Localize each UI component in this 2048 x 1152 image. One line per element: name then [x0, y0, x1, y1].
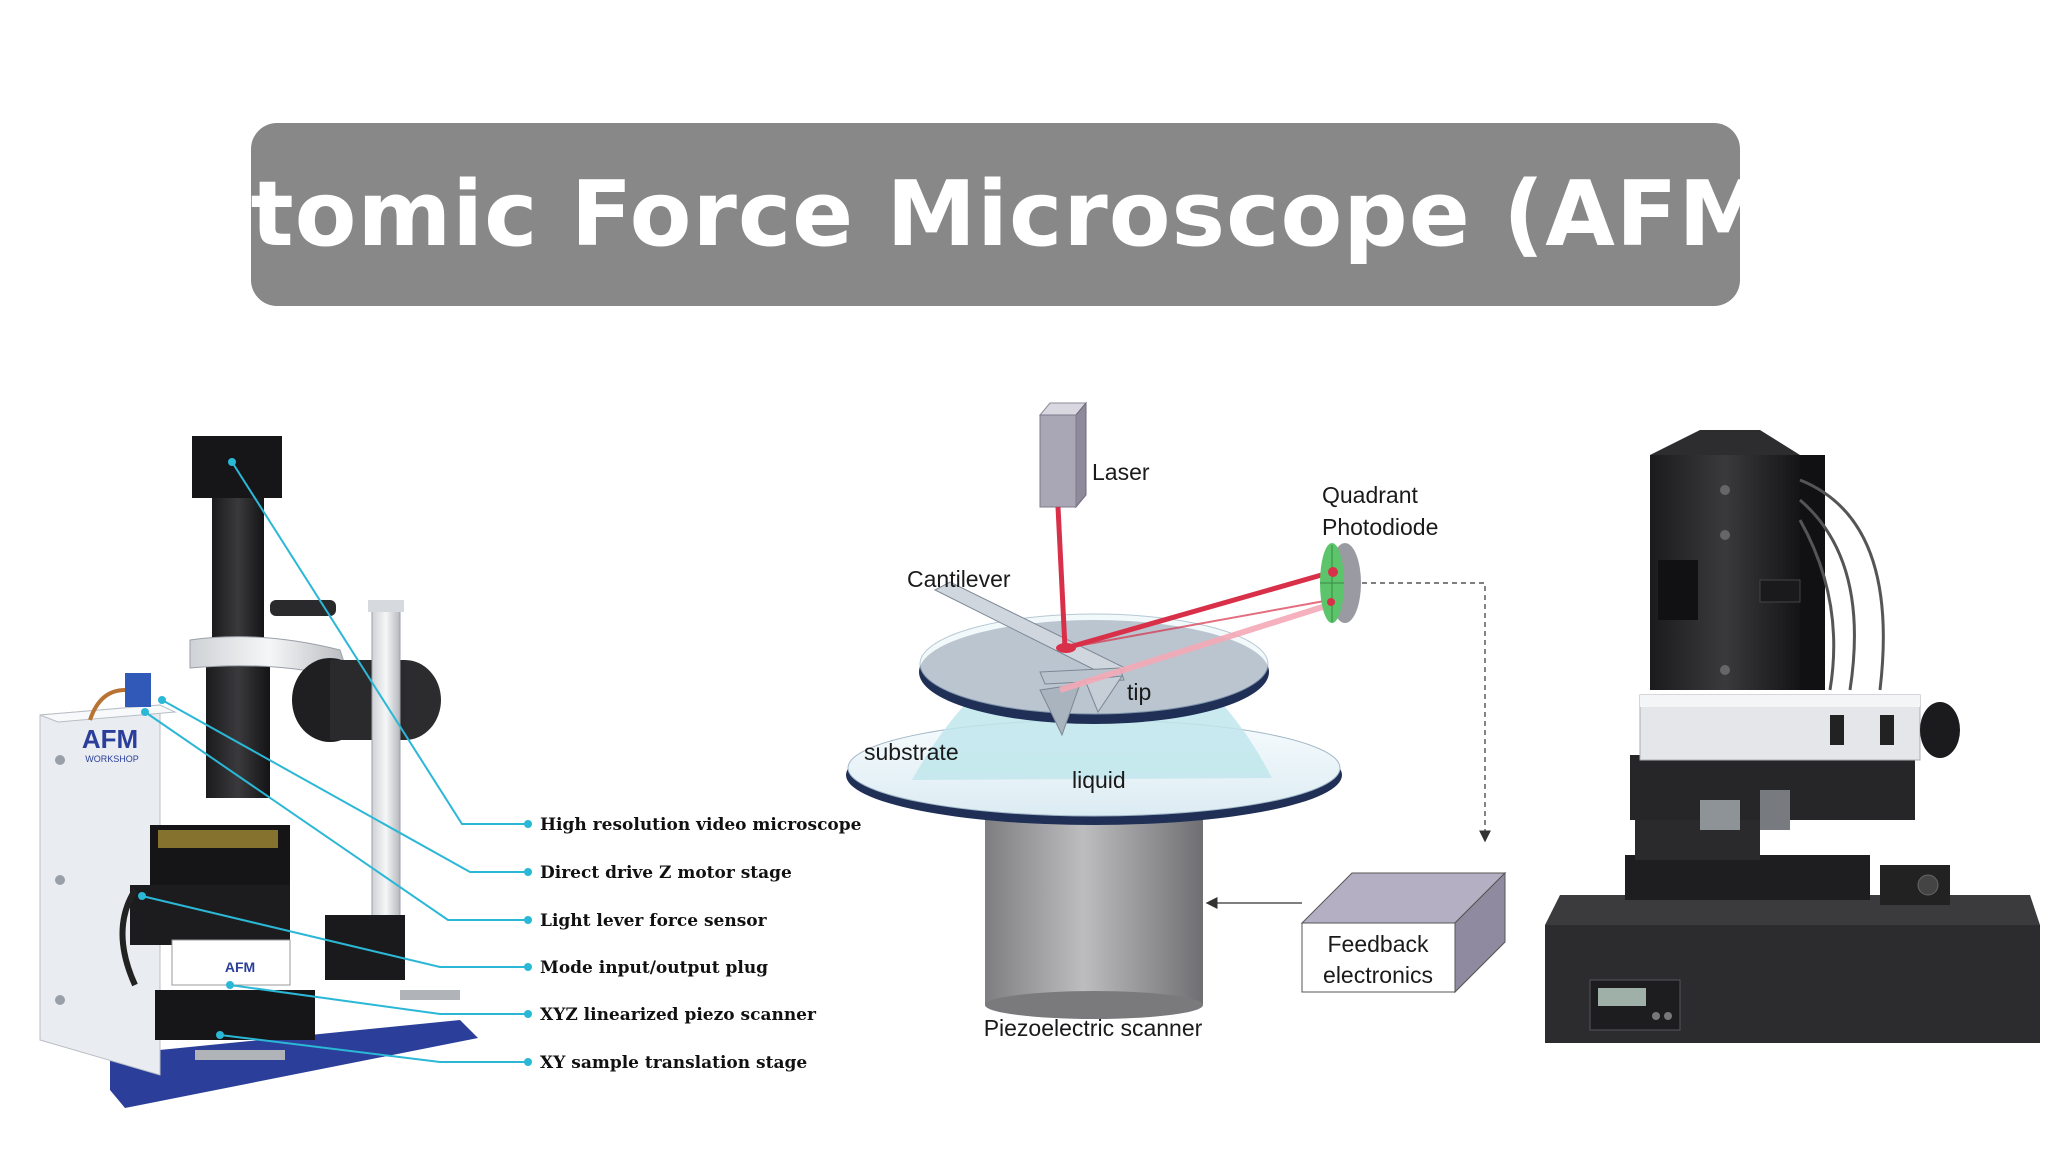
base-plate — [110, 1020, 478, 1108]
piezo-scanner-cylinder — [985, 805, 1203, 1005]
feedback-signal-line — [1362, 582, 1491, 843]
svg-text:AFM: AFM — [225, 959, 255, 975]
label-feedback: Feedback — [1327, 931, 1429, 957]
enclosure-top — [39, 704, 177, 723]
afm-workshop-instrument: AFM WORKSHOP AFM — [39, 436, 478, 1108]
label-electronics: electronics — [1323, 962, 1433, 988]
xy-stage — [1625, 855, 1870, 900]
callout-piezo-scanner: XYZ linearized piezo scanner — [540, 1005, 817, 1025]
label-substrate: substrate — [864, 739, 959, 765]
label-piezoelectric-scanner: Piezoelectric scanner — [984, 1015, 1203, 1041]
afm-logo: AFM — [82, 724, 138, 754]
callout-video-microscope: High resolution video microscope — [540, 815, 862, 835]
label-liquid: liquid — [1072, 767, 1126, 793]
callout-z-motor-stage: Direct drive Z motor stage — [540, 863, 792, 883]
translation-stage — [155, 990, 315, 1040]
commercial-afm-system — [1545, 430, 2040, 1043]
label-photodiode: Photodiode — [1322, 514, 1438, 540]
control-display — [1598, 988, 1646, 1006]
laser-source — [1039, 414, 1077, 508]
label-cantilever: Cantilever — [907, 566, 1011, 592]
force-sensor-block — [130, 885, 290, 945]
camera-port — [1920, 702, 1960, 758]
piezo-scanner — [171, 939, 291, 986]
microscope-tube — [212, 498, 264, 638]
title-banner: Atomic Force Microscope (AFM) — [180, 123, 1810, 306]
laser-beam-incident — [1055, 506, 1068, 649]
feedback-electronics-box — [1301, 922, 1456, 993]
laser-beam-reflected — [1065, 569, 1333, 651]
callout-mode-plug: Mode input/output plug — [540, 958, 768, 978]
afm-schematic: Laser Quadrant Photodiode Cantilever tip… — [846, 401, 1507, 1041]
label-tip: tip — [1127, 679, 1151, 705]
mode-plug — [125, 673, 151, 707]
video-camera — [192, 436, 282, 498]
callout-force-sensor: Light lever force sensor — [540, 911, 768, 931]
callout-lines — [141, 461, 528, 1063]
callout-dots — [138, 458, 532, 1066]
page-title: Atomic Force Microscope (AFM) — [179, 162, 1812, 267]
label-laser: Laser — [1092, 459, 1150, 485]
support-post — [371, 604, 401, 971]
callout-labels: High resolution video microscope Direct … — [540, 815, 862, 1073]
label-quadrant: Quadrant — [1322, 482, 1419, 508]
callout-translation-stage: XY sample translation stage — [540, 1053, 807, 1073]
afm-logo-sub: WORKSHOP — [85, 754, 139, 764]
objective-lens — [1760, 790, 1790, 830]
